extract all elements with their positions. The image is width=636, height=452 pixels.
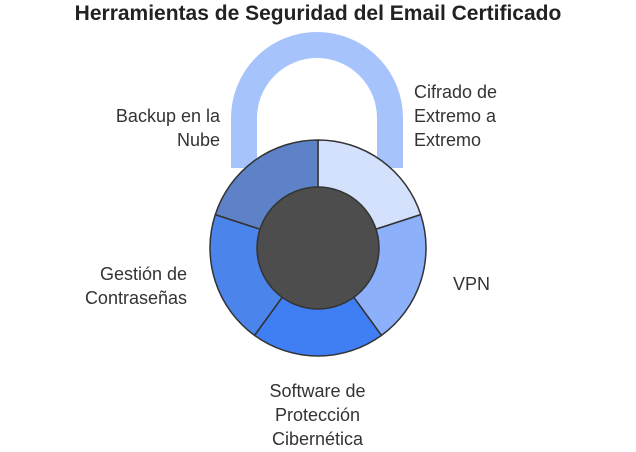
- diagram-title: Herramientas de Seguridad del Email Cert…: [74, 2, 562, 25]
- label-software-proteccion: Software de Protección Cibernética: [269, 381, 366, 449]
- label-cifrado-extremo: Cifrado de Extremo a Extremo: [414, 82, 498, 150]
- padlock-shackle: [231, 32, 403, 168]
- label-vpn: VPN: [453, 274, 491, 294]
- label-gestion-contrasenas: Gestión de Contraseñas: [84, 264, 187, 308]
- label-backup-nube: Backup en la Nube: [115, 106, 220, 150]
- padlock-core: [256, 186, 380, 310]
